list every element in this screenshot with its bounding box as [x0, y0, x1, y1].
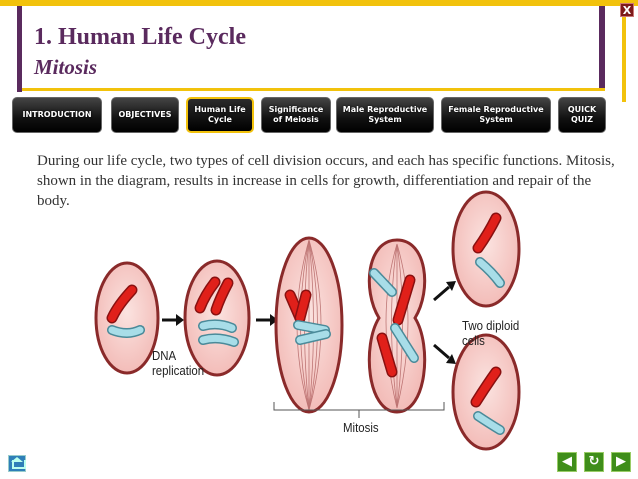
- description-paragraph: During our life cycle, two types of cell…: [37, 153, 615, 209]
- nav-label: Significance of Meiosis: [268, 105, 324, 124]
- nav-label: Male Reproductive System: [342, 105, 428, 124]
- nav-significance-of-meiosis[interactable]: Significance of Meiosis: [261, 97, 331, 133]
- nav-objectives[interactable]: OBJECTIVES: [111, 97, 179, 133]
- daughter-cell-top: [451, 190, 521, 308]
- forward-button[interactable]: ▶: [611, 452, 631, 472]
- replay-button[interactable]: ↻: [584, 452, 604, 472]
- right-purple-bar: [599, 6, 605, 90]
- cell-dna-replicated: [183, 259, 251, 377]
- nav-label: Human Life Cycle: [194, 105, 246, 124]
- home-button[interactable]: [8, 455, 26, 472]
- dna-replication-label: DNA replication: [152, 348, 205, 378]
- nav-label: OBJECTIVES: [118, 110, 172, 119]
- nav-human-life-cycle[interactable]: Human Life Cycle: [186, 97, 254, 133]
- nav-introduction[interactable]: INTRODUCTION: [12, 97, 102, 133]
- left-purple-bar: [17, 6, 22, 92]
- back-button[interactable]: ◀: [557, 452, 577, 472]
- nav-female-reproductive-system[interactable]: Female Reproductive System: [441, 97, 551, 133]
- daughter-cell-bottom: [451, 333, 521, 451]
- forward-arrow-icon: ▶: [616, 454, 626, 469]
- nav-label: INTRODUCTION: [22, 110, 92, 119]
- right-yellow-bar: [622, 6, 626, 102]
- nav-label: QUICK QUIZ: [567, 105, 597, 124]
- nav-quick-quiz[interactable]: QUICK QUIZ: [558, 97, 606, 133]
- arrow-icon: [433, 281, 456, 364]
- cell-metaphase: [274, 236, 344, 414]
- page-title: 1. Human Life Cycle: [34, 24, 246, 50]
- cell-initial: [94, 261, 160, 375]
- arrow-icon: [162, 314, 184, 326]
- two-diploid-cells-label: Two diploid cells: [462, 318, 520, 348]
- cell-anaphase: [367, 238, 427, 414]
- header-bottom-bar: [22, 88, 605, 91]
- top-yellow-bar: [0, 0, 638, 6]
- page-subtitle: Mitosis: [34, 55, 98, 79]
- close-button[interactable]: X: [620, 3, 634, 17]
- nav-label: Female Reproductive System: [448, 105, 544, 124]
- mitosis-bracket: [273, 402, 445, 418]
- nav-male-reproductive-system[interactable]: Male Reproductive System: [336, 97, 434, 133]
- back-arrow-icon: ◀: [562, 454, 572, 469]
- mitosis-label: Mitosis: [343, 420, 379, 435]
- arrow-icon: [256, 314, 278, 326]
- replay-icon: ↻: [588, 454, 600, 469]
